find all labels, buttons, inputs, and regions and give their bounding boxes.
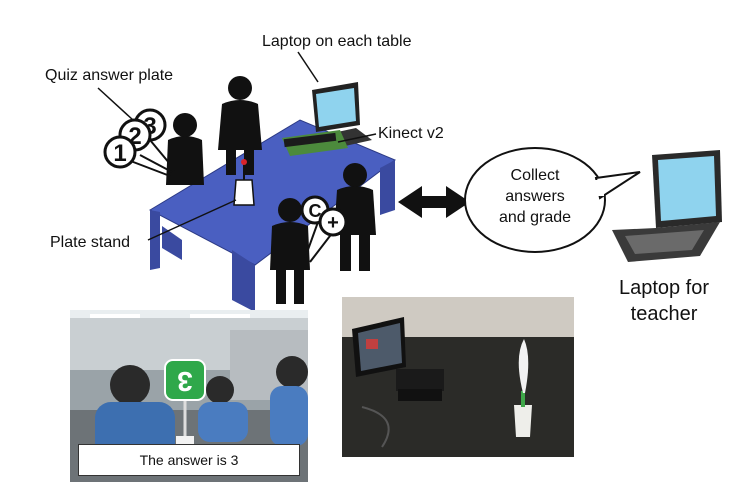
classroom-photo: 3 The answer is 3: [70, 310, 308, 482]
student-figure-back-center: [218, 76, 262, 175]
label-teacher-line-2: teacher: [631, 303, 698, 325]
plate-blue-small: [318, 207, 348, 237]
student-held-plates: C +: [300, 195, 348, 263]
label-quiz-plate: Quiz answer plate: [45, 67, 173, 84]
quiz-answer-plates: 3 2 1: [103, 108, 176, 177]
plate-red-small-glyph: C: [309, 201, 322, 221]
plate-stand: [233, 159, 255, 206]
student-figure-front-left: [270, 198, 310, 304]
leader-quiz-plate: [97, 87, 134, 121]
teacher-laptop: [612, 150, 722, 262]
leader-kinect: [337, 133, 377, 143]
double-arrow-icon: [398, 186, 470, 218]
equipment-photo-art: [342, 297, 574, 457]
photo-caption: The answer is 3: [78, 444, 300, 476]
student-figure-front-right: [334, 163, 376, 271]
label-kinect: Kinect v2: [378, 125, 444, 142]
plate-red: [103, 135, 137, 169]
bubble-line-1: Collect: [511, 167, 560, 184]
label-teacher-line-1: Laptop for: [619, 277, 709, 299]
plate-blue-small-glyph: +: [327, 212, 339, 234]
equipment-photo: [342, 297, 574, 457]
photo-plate-digit: 3: [177, 366, 193, 397]
student-figure-back-left: [166, 113, 204, 185]
leader-laptop: [297, 51, 319, 83]
kinect-sensor: [282, 130, 348, 156]
label-laptop-each-table: Laptop on each table: [262, 33, 412, 50]
bubble-line-2: answers: [505, 188, 565, 205]
bubble-line-3: and grade: [499, 209, 571, 226]
speech-bubble: Collect answers and grade: [464, 147, 641, 253]
label-plate-stand: Plate stand: [50, 234, 130, 251]
leader-plate-stand: [147, 199, 237, 241]
plate-red-digit: 1: [113, 140, 126, 167]
